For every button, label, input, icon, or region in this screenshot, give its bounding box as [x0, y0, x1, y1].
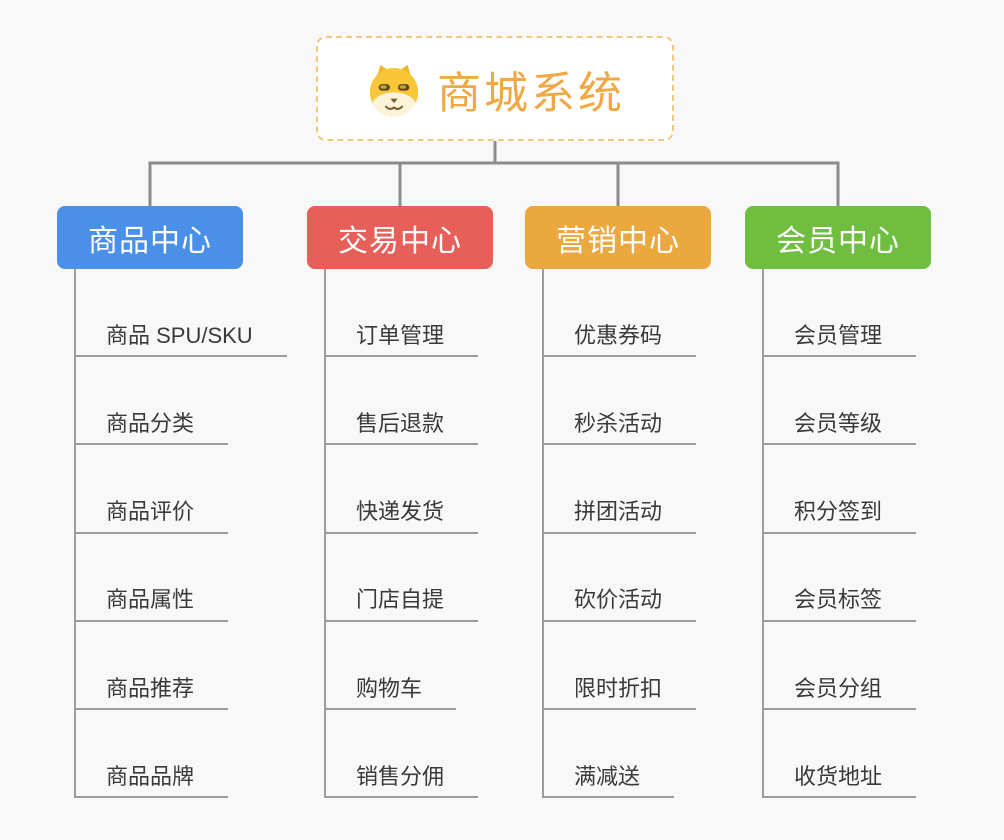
leaf-node[interactable]: 拼团活动: [544, 445, 745, 534]
leaf-label: 满减送: [544, 764, 675, 799]
branch-items: 订单管理售后退款快递发货门店自提购物车销售分佣: [324, 269, 527, 799]
branch-label: 商品中心: [88, 224, 212, 258]
branch-column: 会员中心 会员管理会员等级积分签到会员标签会员分组收货地址: [745, 206, 965, 799]
leaf-node[interactable]: 快递发货: [326, 445, 527, 534]
leaf-node[interactable]: 购物车: [326, 622, 527, 710]
leaf-label: 商品分类: [76, 411, 229, 446]
branch-label: 交易中心: [338, 224, 462, 258]
leaf-node[interactable]: 限时折扣: [544, 622, 745, 710]
leaf-label: 拼团活动: [544, 499, 697, 534]
doge-icon: [369, 64, 419, 116]
branch-column: 营销中心 优惠券码秒杀活动拼团活动砍价活动限时折扣满减送: [525, 206, 745, 799]
leaf-node[interactable]: 积分签到: [764, 445, 965, 534]
leaf-label: 快递发货: [326, 499, 479, 534]
leaf-node[interactable]: 商品 SPU/SKU: [76, 269, 287, 358]
branch-header[interactable]: 交易中心: [307, 206, 493, 269]
leaf-label: 订单管理: [326, 323, 479, 358]
leaf-node[interactable]: 商品分类: [76, 357, 277, 446]
leaf-label: 砍价活动: [544, 587, 697, 622]
branch-label: 会员中心: [776, 224, 900, 258]
branch-header[interactable]: 商品中心: [57, 206, 243, 269]
leaf-node[interactable]: 商品品牌: [76, 710, 277, 799]
leaf-label: 销售分佣: [326, 764, 479, 799]
leaf-label: 门店自提: [326, 587, 479, 622]
leaf-node[interactable]: 收货地址: [764, 710, 965, 799]
leaf-label: 限时折扣: [544, 676, 697, 710]
leaf-node[interactable]: 满减送: [544, 710, 745, 799]
leaf-node[interactable]: 秒杀活动: [544, 357, 745, 446]
leaf-node[interactable]: 商品评价: [76, 445, 277, 534]
leaf-node[interactable]: 会员标签: [764, 534, 965, 622]
leaf-node[interactable]: 订单管理: [326, 269, 527, 358]
leaf-label: 收货地址: [764, 764, 917, 799]
branch-items: 商品 SPU/SKU 商品分类商品评价商品属性商品推荐商品品牌: [74, 269, 287, 799]
leaf-node[interactable]: 会员管理: [764, 269, 965, 358]
leaf-label: 会员标签: [764, 587, 917, 622]
leaf-node[interactable]: 商品属性: [76, 534, 277, 622]
branch-column: 交易中心 订单管理售后退款快递发货门店自提购物车销售分佣: [307, 206, 527, 799]
leaf-label: 商品评价: [76, 499, 229, 534]
leaf-label: 商品 SPU/SKU: [76, 323, 287, 358]
leaf-label: 购物车: [326, 676, 457, 710]
branch-items: 优惠券码秒杀活动拼团活动砍价活动限时折扣满减送: [542, 269, 745, 799]
leaf-node[interactable]: 砍价活动: [544, 534, 745, 622]
branch-column: 商品中心 商品 SPU/SKU 商品分类商品评价商品属性商品推荐商品品牌: [57, 206, 287, 799]
leaf-label: 优惠券码: [544, 323, 697, 358]
leaf-node[interactable]: 商品推荐: [76, 622, 277, 710]
branch-items: 会员管理会员等级积分签到会员标签会员分组收货地址: [762, 269, 965, 799]
leaf-label: 商品品牌: [76, 764, 229, 799]
leaf-label: 积分签到: [764, 499, 917, 534]
leaf-label: 秒杀活动: [544, 411, 697, 446]
leaf-label: 会员管理: [764, 323, 917, 358]
leaf-node[interactable]: 门店自提: [326, 534, 527, 622]
branch-header[interactable]: 营销中心: [525, 206, 711, 269]
leaf-node[interactable]: 优惠券码: [544, 269, 745, 358]
leaf-label: 会员分组: [764, 676, 917, 710]
root-title: 商城系统: [437, 68, 625, 118]
leaf-node[interactable]: 会员分组: [764, 622, 965, 710]
leaf-node[interactable]: 售后退款: [326, 357, 527, 446]
root-node[interactable]: 商城系统: [316, 36, 674, 141]
leaf-node[interactable]: 会员等级: [764, 357, 965, 446]
branch-header[interactable]: 会员中心: [745, 206, 931, 269]
leaf-label: 商品推荐: [76, 676, 229, 710]
leaf-label: 会员等级: [764, 411, 917, 446]
leaf-node[interactable]: 销售分佣: [326, 710, 527, 799]
leaf-label: 售后退款: [326, 411, 479, 446]
branch-label: 营销中心: [556, 224, 680, 258]
leaf-label: 商品属性: [76, 587, 229, 622]
